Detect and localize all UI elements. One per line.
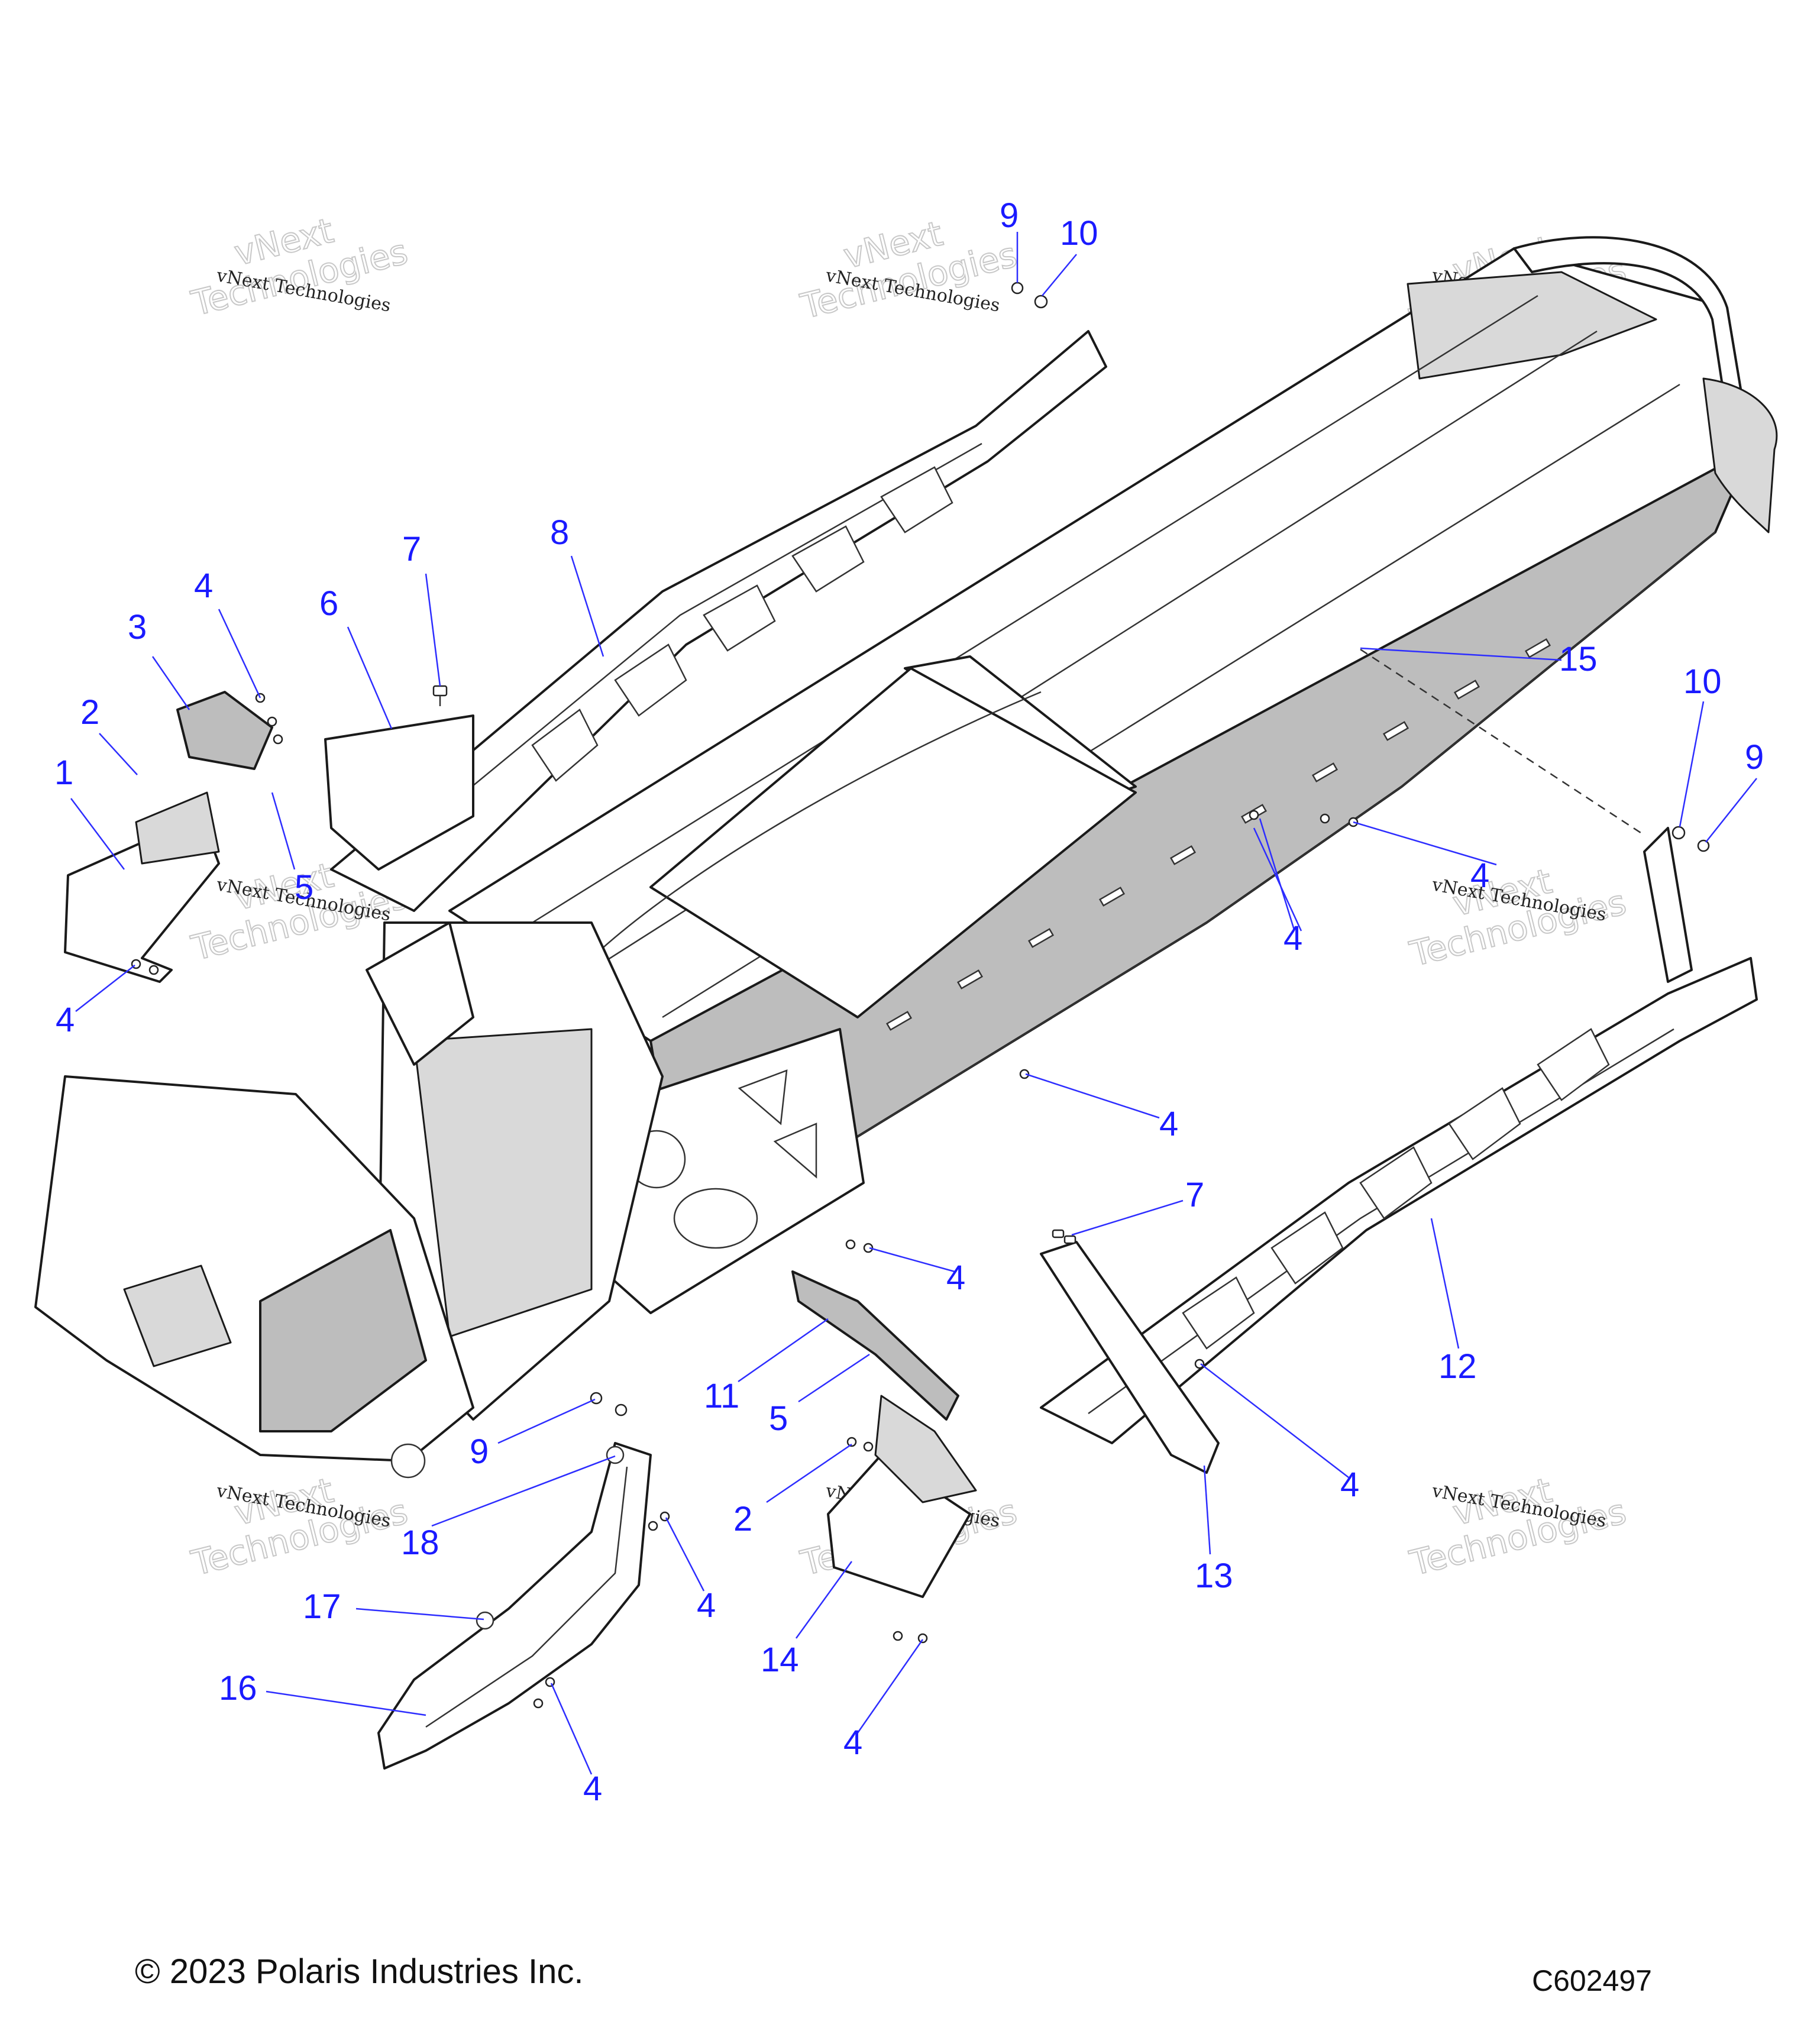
callout-4: 4 (1283, 919, 1302, 958)
footrest-6 (324, 714, 474, 871)
deck-panel (649, 667, 1137, 1018)
running-board-8-inner-edge (378, 442, 982, 864)
rear-cooler (1407, 271, 1657, 380)
callout-5: 5 (295, 868, 313, 907)
callout-4: 4 (194, 567, 213, 605)
front-shaded-panel (259, 1229, 427, 1432)
nut-9-right (1697, 839, 1710, 852)
bracket-11 (791, 1270, 959, 1421)
skid-16-edge (425, 1466, 628, 1728)
running-board-12-rear-post (1643, 827, 1693, 983)
callout-9: 9 (1000, 196, 1019, 235)
callout-7: 7 (402, 530, 421, 568)
steering-post-mount (366, 921, 474, 1066)
callout-2: 2 (733, 1500, 752, 1538)
bracket-18 (606, 1445, 625, 1464)
footrest-13 (1040, 1241, 1220, 1474)
right-running-board (1040, 827, 1758, 1444)
bulkhead-cavity (413, 1028, 593, 1338)
callout-4: 4 (1470, 856, 1489, 895)
callout-7: 7 (1185, 1176, 1204, 1214)
fastener-7-left (432, 685, 448, 706)
callout-10: 10 (1060, 214, 1098, 253)
copyright-notice: © 2023 Polaris Industries Inc. (135, 1952, 584, 1991)
chassis-tunnel (448, 236, 1778, 1220)
nut-9-top (1011, 282, 1024, 295)
running-board-12-openings (1182, 1028, 1610, 1350)
callout-13: 13 (1195, 1557, 1233, 1595)
washer-10-top (1034, 295, 1048, 309)
snowflap (1702, 377, 1778, 533)
callout-1: 1 (54, 753, 73, 792)
front-bulkhead (34, 921, 664, 1479)
leader-lines (70, 232, 1757, 1775)
washer-10-right (1671, 826, 1686, 840)
callout-11: 11 (704, 1377, 739, 1415)
callout-3: 3 (128, 608, 147, 646)
nut-9-bottom (590, 1392, 603, 1405)
cable (591, 691, 1042, 959)
running-board-8-openings (531, 466, 953, 782)
callout-4: 4 (946, 1259, 965, 1297)
callout-14: 14 (761, 1641, 799, 1679)
callout-4: 4 (697, 1586, 716, 1625)
callout-4: 4 (1340, 1466, 1359, 1504)
callout-9: 9 (470, 1432, 489, 1471)
callout-9: 9 (1745, 738, 1764, 777)
callout-16: 16 (219, 1669, 257, 1707)
callout-18: 18 (401, 1524, 439, 1562)
screws-4 (131, 693, 1359, 1709)
left-running-board (330, 330, 1107, 912)
fastener-7-right (1052, 1229, 1076, 1244)
callout-15: 15 (1559, 640, 1598, 678)
nut-9-bottom-b (615, 1403, 628, 1416)
skid-16 (377, 1442, 652, 1770)
bracket-17 (476, 1611, 494, 1630)
callout-10: 10 (1683, 662, 1722, 701)
callout-17: 17 (303, 1587, 341, 1626)
bracket-3 (176, 691, 273, 770)
callout-4: 4 (583, 1770, 602, 1808)
front-mount-boss (390, 1443, 426, 1479)
callout-8: 8 (550, 513, 569, 552)
callout-6: 6 (319, 584, 338, 623)
panel-1-perforated (135, 791, 220, 865)
callout-12: 12 (1438, 1347, 1477, 1386)
bulkhead-cutouts (627, 1069, 817, 1249)
drawing-number: C602497 (1532, 1964, 1652, 1997)
front-cutout (123, 1264, 232, 1367)
callout-4: 4 (843, 1723, 862, 1762)
callout-2: 2 (80, 693, 99, 732)
callout-4: 4 (1159, 1105, 1178, 1143)
deck-rib (532, 295, 1538, 924)
callout-4: 4 (56, 1001, 75, 1039)
callout-5: 5 (769, 1399, 788, 1438)
panel-14-perforated (874, 1395, 977, 1503)
callouts: 1 2 3 4 4 4 5 6 7 8 9 10 15 10 9 4 4 4 7… (54, 196, 1764, 1808)
